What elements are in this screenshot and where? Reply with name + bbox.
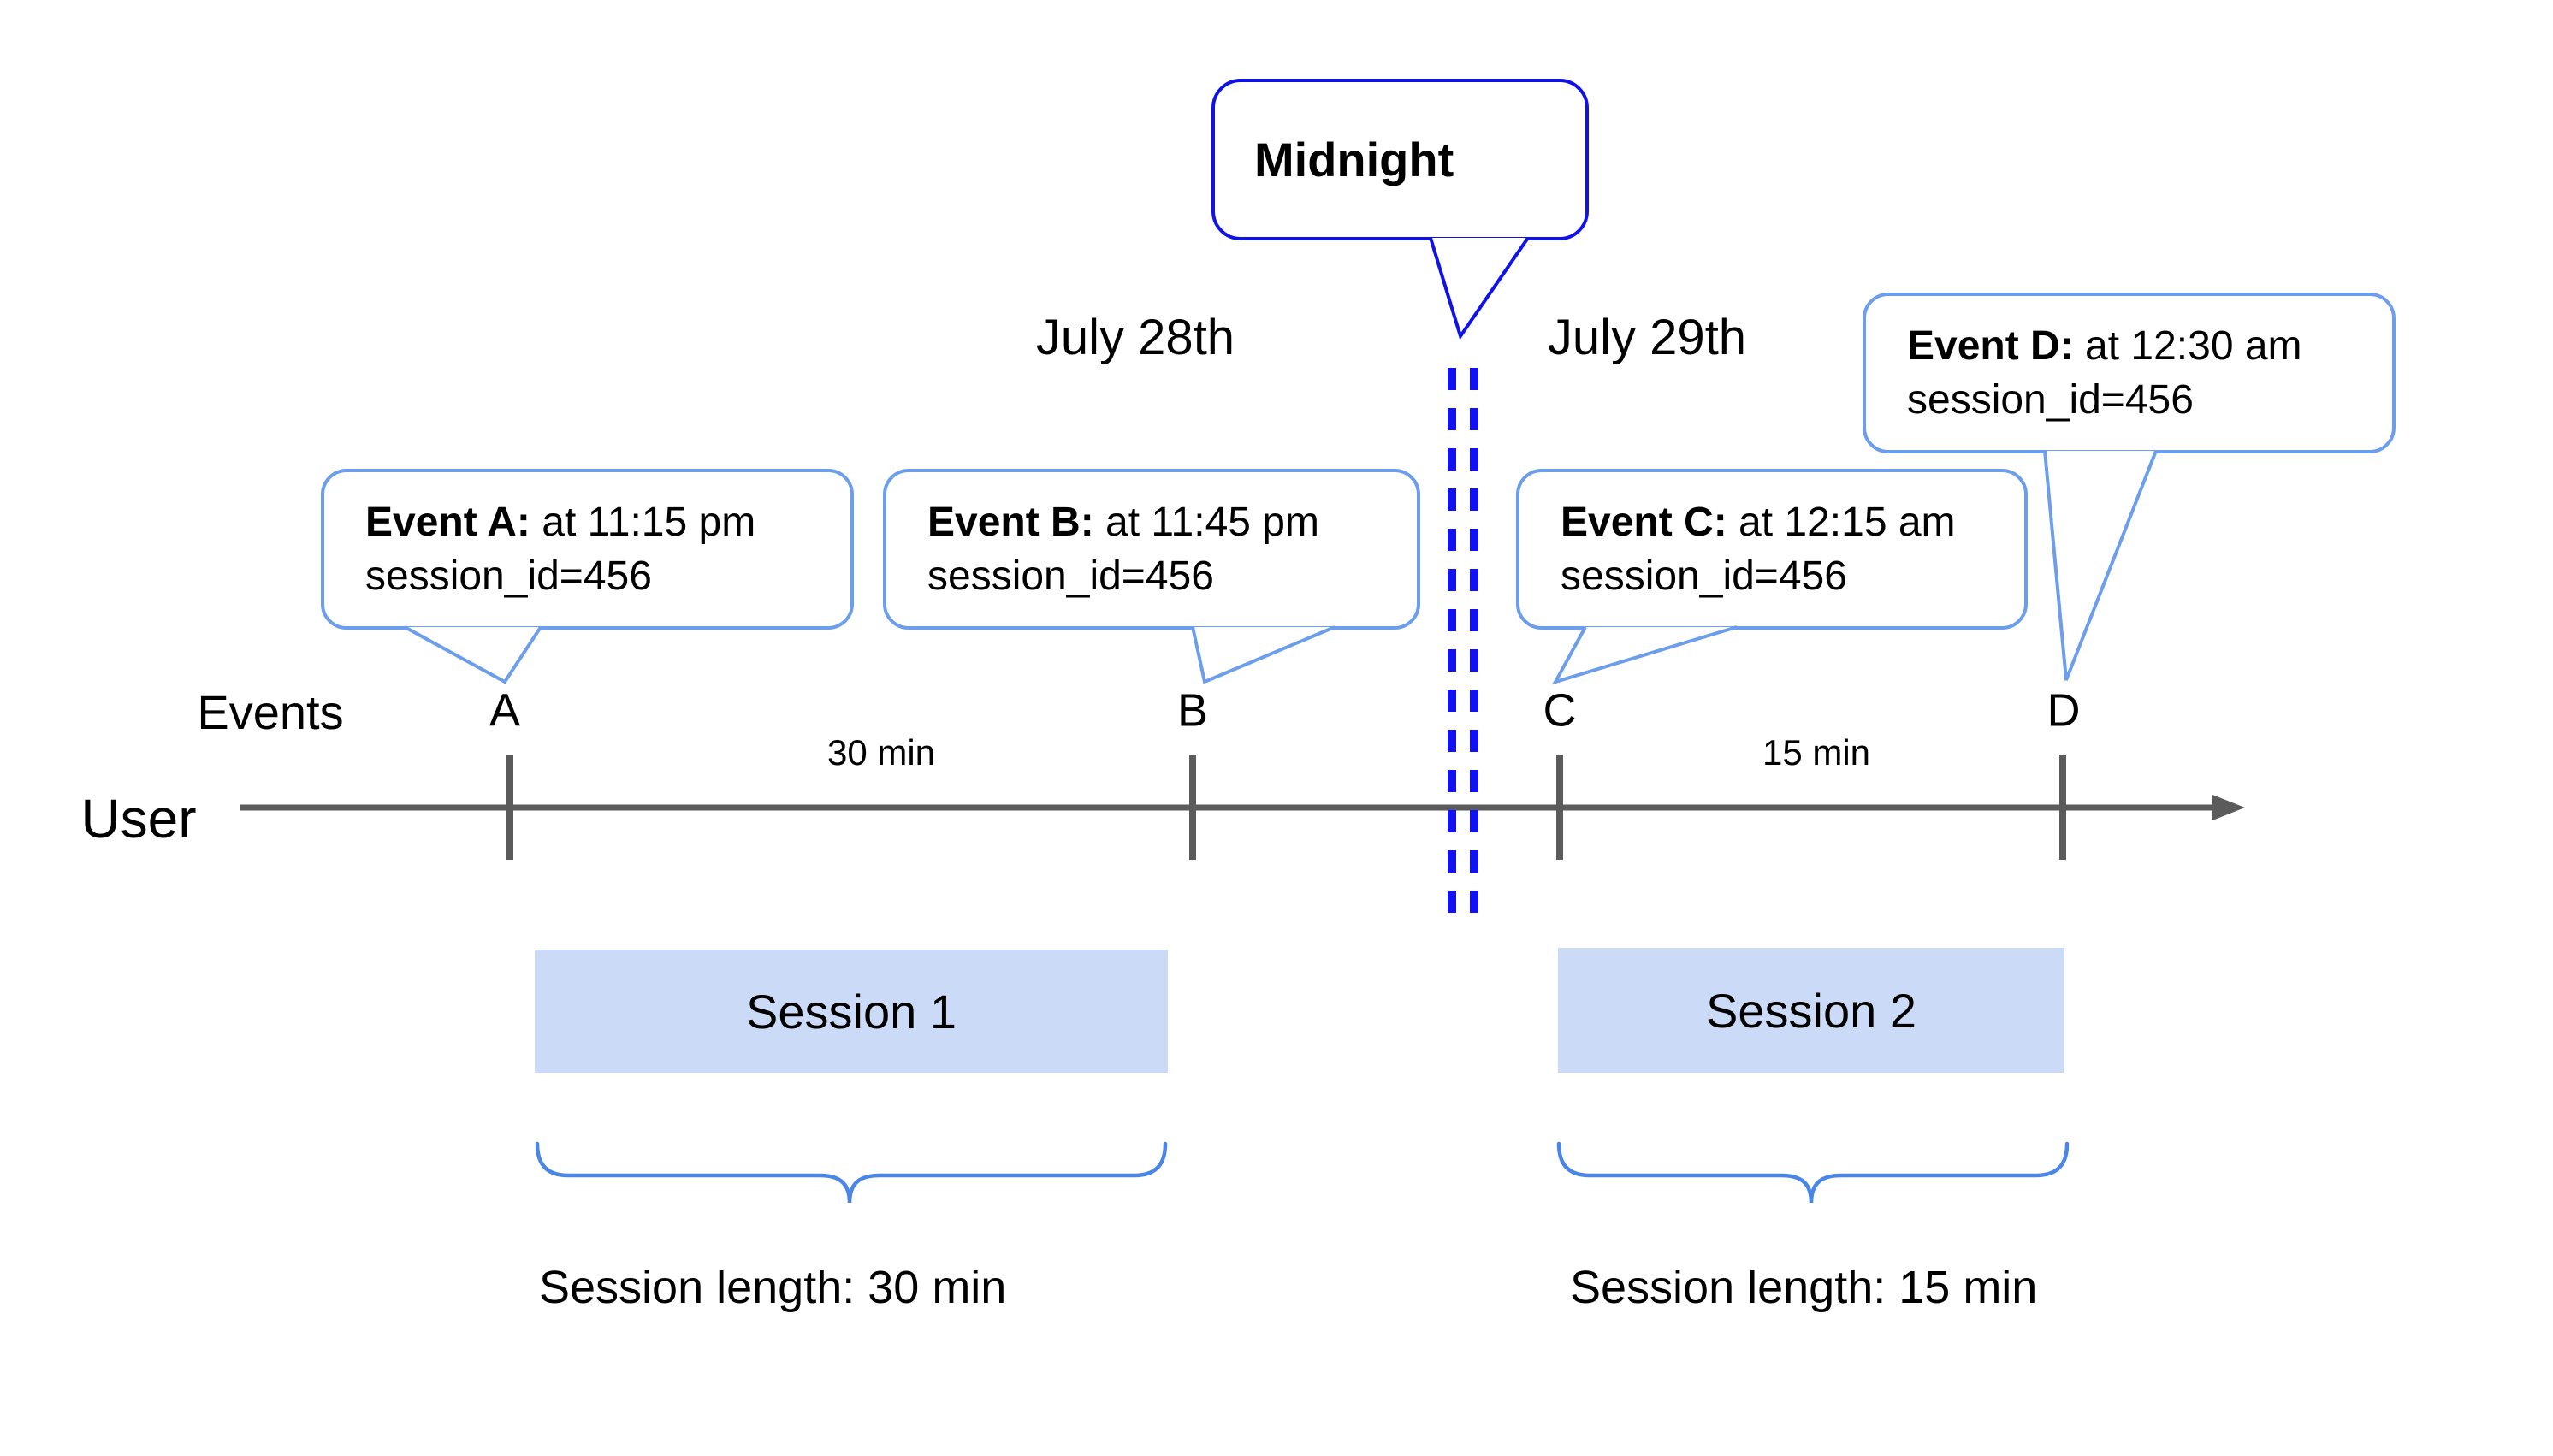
event-b-bubble-line1: Event B: at 11:45 pm — [927, 495, 1417, 549]
event-d-bubble-title: Event D: — [1907, 323, 2074, 369]
session1-length-label: Session length: 30 min — [539, 1262, 1007, 1313]
session1-box: Session 1 — [535, 950, 1168, 1073]
session2-length-label: Session length: 15 min — [1570, 1262, 2038, 1313]
event-b-bubble-time: at 11:45 pm — [1093, 500, 1319, 545]
event-b-bubble-session: session_id=456 — [927, 553, 1214, 599]
event-a-bubble-title: Event A: — [365, 500, 530, 545]
timeline-arrowhead-icon — [2212, 795, 2245, 820]
event-d-bubble: Event D: at 12:30 am session_id=456 — [1863, 293, 2396, 453]
event-d-bubble-line1: Event D: at 12:30 am — [1907, 319, 2392, 373]
event-c-bubble: Event C: at 12:15 am session_id=456 — [1516, 469, 2028, 630]
gap-15min-label: 15 min — [1762, 731, 1871, 772]
event-a-bubble-line1: Event A: at 11:15 pm — [365, 495, 850, 549]
event-c-bubble-tail — [1551, 625, 1738, 685]
event-d-bubble-time: at 12:30 am — [2073, 323, 2302, 369]
session2-box: Session 2 — [1558, 948, 2064, 1073]
event-c-bubble-session: session_id=456 — [1561, 553, 1847, 599]
session2-label: Session 2 — [1706, 983, 1916, 1038]
date-july-29: July 29th — [1547, 310, 1747, 366]
event-b-bubble-title: Event B: — [927, 500, 1094, 545]
event-b-letter: B — [1176, 684, 1209, 737]
event-c-bubble-title: Event C: — [1561, 500, 1727, 545]
event-d-letter: D — [2047, 684, 2081, 737]
event-c-bubble-time: at 12:15 am — [1727, 500, 1956, 545]
event-c-bubble-line1: Event C: at 12:15 am — [1561, 495, 2024, 549]
session1-brace-icon — [535, 1141, 1168, 1204]
event-a-bubble-time: at 11:15 pm — [530, 500, 756, 545]
event-b-bubble-tail — [1191, 625, 1336, 684]
event-a-letter: A — [489, 684, 521, 737]
user-axis-label: User — [80, 787, 197, 849]
event-d-bubble-tail — [2043, 450, 2158, 681]
event-b-bubble: Event B: at 11:45 pm session_id=456 — [883, 469, 1420, 630]
session2-brace-icon — [1556, 1141, 2070, 1204]
midnight-bubble: Midnight — [1211, 79, 1589, 240]
midnight-label: Midnight — [1254, 133, 1454, 186]
event-a-bubble-tail — [404, 625, 542, 684]
session1-label: Session 1 — [746, 984, 957, 1039]
gap-30min-label: 30 min — [826, 731, 936, 772]
midnight-bubble-tail — [1429, 236, 1530, 340]
date-july-28: July 28th — [1035, 310, 1235, 366]
event-d-bubble-session: session_id=456 — [1907, 377, 2194, 423]
event-c-letter: C — [1543, 684, 1577, 737]
event-a-bubble: Event A: at 11:15 pm session_id=456 — [321, 469, 854, 630]
event-a-bubble-session: session_id=456 — [365, 553, 652, 599]
events-axis-label: Events — [197, 685, 344, 740]
